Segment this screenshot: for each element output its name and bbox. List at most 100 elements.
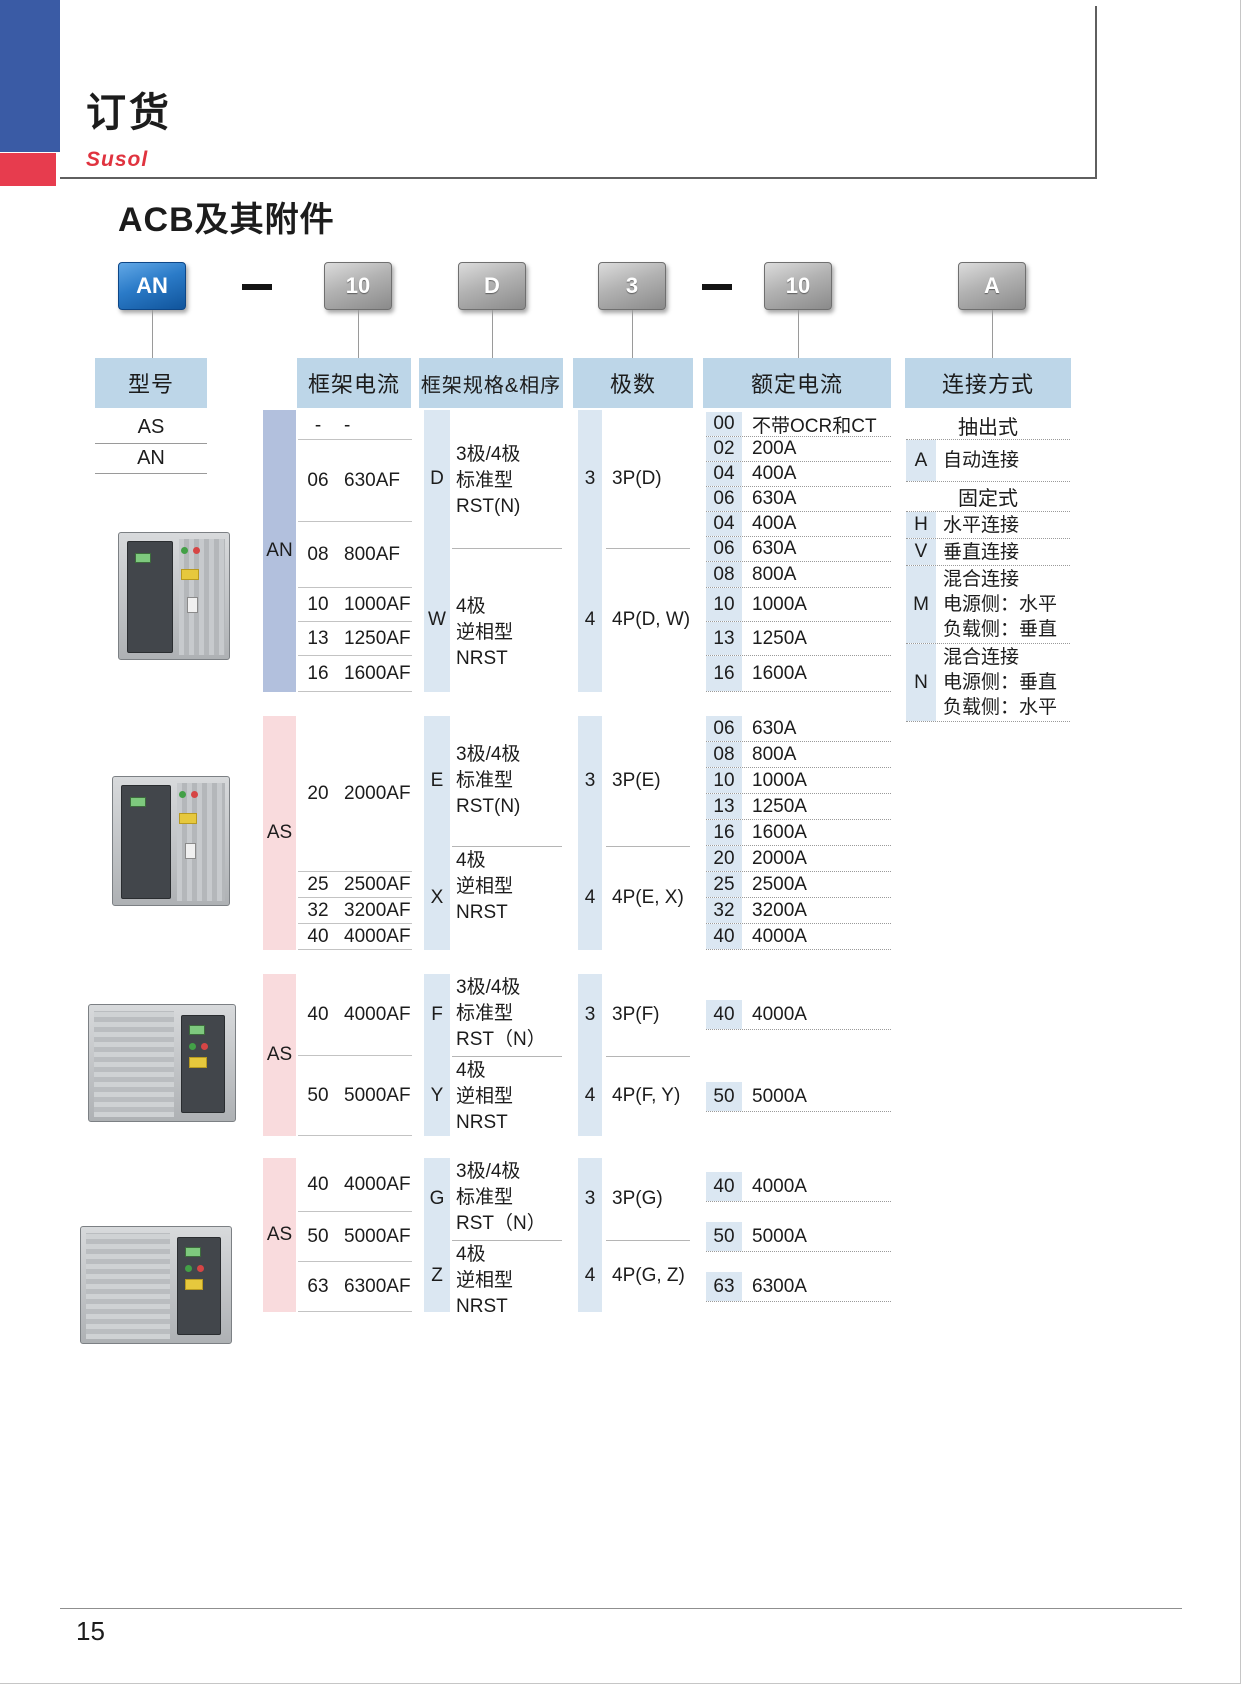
spec-code: D xyxy=(430,468,444,489)
spec-code: G xyxy=(429,1188,445,1209)
rated-code: 25 xyxy=(706,872,742,897)
rated-row: 10 1000A xyxy=(706,588,891,622)
rated-code: 04 xyxy=(706,462,742,486)
rated-code: 16 xyxy=(706,820,742,845)
rated-value: 2000A xyxy=(752,847,807,869)
rated-value: 630A xyxy=(752,538,797,559)
rating-label xyxy=(189,1057,207,1068)
frame-code: 10 xyxy=(307,593,329,615)
frame-code: 50 xyxy=(307,1084,329,1106)
spec-description: 4极 逆相型 NRST xyxy=(456,1058,564,1136)
spec-code: Y xyxy=(430,1085,444,1106)
poles-code: 3 xyxy=(584,1188,596,1209)
spec-line: 3极/4极 xyxy=(456,444,521,465)
frame-code: 32 xyxy=(307,899,329,921)
rated-code: 06 xyxy=(706,487,742,511)
charging-handle xyxy=(185,843,196,859)
rated-code: 06 xyxy=(706,716,742,741)
poles-divider xyxy=(606,1056,690,1057)
connection-label: 电源侧：垂直 xyxy=(943,672,1058,693)
poles-code: 4 xyxy=(584,609,596,630)
frame-value: 2500AF xyxy=(344,873,411,895)
product-photo-acb-1 xyxy=(118,532,230,660)
column-header-rated-current: 额定电流 xyxy=(703,358,891,408)
frame-value: 4000AF xyxy=(344,1003,411,1025)
connection-code: A xyxy=(906,440,936,481)
green-indicator-icon xyxy=(189,1043,196,1050)
connection-code: N xyxy=(906,644,936,721)
frame-code: 13 xyxy=(307,627,329,649)
frame-value: 4000AF xyxy=(344,1173,411,1195)
rated-value: 400A xyxy=(752,513,797,534)
frame-code: 08 xyxy=(307,543,329,565)
poles-code: 3 xyxy=(584,468,596,489)
connection-label: 水平连接 xyxy=(943,514,1020,536)
breaker-front-panel xyxy=(121,785,171,899)
poles-code-strip xyxy=(578,410,602,692)
frame-code: 16 xyxy=(307,662,329,684)
brand-logo: Susol xyxy=(86,148,149,171)
code-segment-poles: 3 xyxy=(598,262,666,310)
connection-label: 垂直连接 xyxy=(943,541,1020,563)
spec-line: 3极/4极 xyxy=(456,1161,521,1182)
model-bar-as: AS xyxy=(263,974,296,1136)
rated-value: 800A xyxy=(752,743,797,765)
rated-value: 2500A xyxy=(752,873,807,895)
spec-line: NRST xyxy=(456,902,508,923)
poles-code-strip xyxy=(578,974,602,1136)
spec-line: 标准型 xyxy=(456,1003,514,1024)
spec-divider xyxy=(452,1240,562,1241)
breaker-vents xyxy=(177,783,225,901)
breaker-display xyxy=(189,1025,205,1035)
accent-bar xyxy=(0,153,56,186)
connection-code: M xyxy=(906,566,936,643)
spec-line: RST(N) xyxy=(456,796,521,817)
poles-value: 3P(E) xyxy=(612,770,661,791)
spec-code-strip xyxy=(424,716,450,950)
model-item-as: AS xyxy=(95,412,207,444)
spec-line: 4极 xyxy=(456,596,486,617)
frame-value: 630AF xyxy=(344,469,400,491)
spec-line: 3极/4极 xyxy=(456,977,521,998)
code-segment-connection: A xyxy=(958,262,1026,310)
column-header-model: 型号 xyxy=(95,358,207,408)
red-indicator-icon xyxy=(201,1043,208,1050)
model-bar-as: AS xyxy=(263,716,296,950)
spec-line: 4极 xyxy=(456,1060,486,1081)
rated-value: 1250A xyxy=(752,795,807,817)
rated-code: 50 xyxy=(706,1082,742,1111)
spec-description: 4极 逆相型 NRST xyxy=(456,1242,564,1320)
product-photo-acb-2 xyxy=(112,776,230,906)
poles-code: 3 xyxy=(584,770,596,791)
section-title: ACB及其附件 xyxy=(118,201,335,239)
rated-code: 10 xyxy=(706,588,742,621)
connection-label: 负载侧：水平 xyxy=(943,697,1058,718)
spec-line: 3极/4极 xyxy=(456,744,521,765)
code-segment-frame-spec: D xyxy=(458,262,526,310)
rated-value: 630A xyxy=(752,717,797,739)
model-item-an: AN xyxy=(95,444,207,474)
rated-value: 4000A xyxy=(752,925,807,947)
rated-value: 1000A xyxy=(752,593,807,615)
connector-line xyxy=(798,310,799,358)
breaker-display xyxy=(185,1247,201,1257)
red-indicator-icon xyxy=(193,547,200,554)
poles-value: 3P(D) xyxy=(612,468,662,489)
spec-code: Z xyxy=(431,1265,443,1286)
